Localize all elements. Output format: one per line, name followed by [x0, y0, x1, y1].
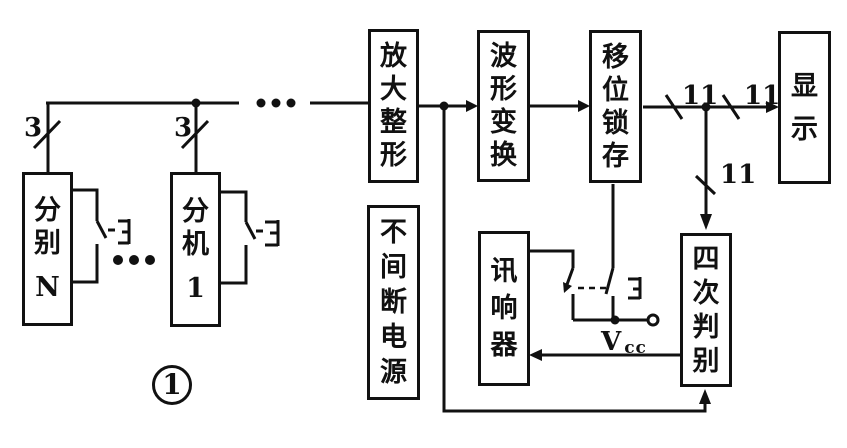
arrow-into-judge-top-icon: [700, 214, 712, 230]
block-char: 锁: [602, 107, 629, 139]
junction-dot: [701, 102, 711, 112]
block-buzzer: 讯 响 器: [478, 231, 530, 386]
block-extension-1: 分 机 1: [170, 172, 221, 327]
block-char: 分: [182, 195, 209, 227]
block-ups-power: 不 间 断 电 源: [367, 205, 420, 400]
block-char: 变: [490, 107, 517, 138]
block-char: 位: [602, 74, 629, 106]
block-char: 机: [182, 228, 209, 260]
block-char: 响: [490, 293, 518, 324]
ext-1-switch-bottom-leg: [221, 245, 248, 285]
figure-number-badge: 1: [152, 365, 192, 405]
block-char: 显: [791, 70, 818, 102]
block-char: 大: [380, 74, 407, 105]
block-shift-latch: 移 位 锁 存: [589, 30, 642, 183]
block-char: 讯: [490, 256, 518, 287]
block-amplify-shape: 放 大 整 形: [368, 29, 419, 183]
wire-count-label-11-a: 11: [682, 81, 719, 111]
switch-blade-tip-barb: [563, 282, 572, 293]
wire-width-slash-left: [32, 119, 62, 150]
block-char: 四: [692, 243, 720, 275]
arrow-and-dot-group: [113, 98, 779, 404]
block-char: 放: [380, 41, 407, 72]
vcc-label-main: V: [601, 327, 622, 357]
ext-1-switch-top-leg: [221, 190, 248, 222]
block-extension-n: 分 别 N: [22, 172, 73, 326]
block-char: 电: [380, 322, 407, 353]
block-char: 别: [34, 228, 61, 259]
bus-ellipsis-dot: [256, 98, 266, 108]
wire-count-label-11-b: 11: [744, 81, 781, 111]
figure-number: 1: [162, 368, 182, 401]
block-four-time-judge: 四 次 判 别: [680, 233, 732, 387]
arrow-into-display-icon: [766, 101, 779, 113]
ext-n-contact-glyph: [108, 219, 131, 245]
block-char: 换: [490, 140, 517, 171]
ext-n-switch-blade: [95, 220, 108, 239]
block-char: 分: [34, 195, 61, 226]
vcc-open-terminal-icon: [646, 313, 660, 327]
vcc-label-sub: cc: [624, 338, 647, 358]
block-char: 示: [791, 113, 818, 145]
buzzer-to-switch-link: [530, 249, 575, 268]
wire11-slash-b: [721, 94, 741, 120]
arrow-into-buzzer-icon: [529, 349, 542, 361]
block-display: 显 示: [778, 31, 831, 184]
wire-group: [32, 94, 767, 413]
block-char: 1: [186, 272, 205, 304]
wire11-slash-a: [664, 94, 684, 120]
block-char: 不: [380, 217, 407, 248]
bus-ellipsis-dot: [286, 98, 296, 108]
block-waveform-convert: 波 形 变 换: [477, 30, 530, 182]
switch-blade-right: [604, 267, 615, 295]
block-char: 器: [490, 330, 518, 361]
wire-count-label-3-left: 3: [24, 113, 43, 143]
feedback-loop-line: [442, 106, 707, 413]
block-char: 移: [602, 41, 629, 73]
junction-dot: [610, 315, 620, 325]
ext-n-switch-bottom-leg: [73, 244, 99, 284]
extension-ellipsis-dot: [113, 255, 123, 265]
block-char: 形: [380, 140, 407, 171]
block-char: 判: [692, 311, 720, 343]
block-char: N: [35, 272, 60, 303]
wire-count-label-3-right: 3: [174, 113, 193, 143]
block-char: 存: [602, 140, 629, 172]
arrow-into-wave-icon: [466, 100, 478, 112]
wire11-slash-c: [694, 174, 717, 196]
block-char: 形: [490, 74, 517, 105]
ext-n-switch-top-leg: [73, 188, 99, 221]
block-char: 源: [380, 357, 407, 388]
block-char: 断: [380, 287, 407, 318]
ext-1-contact-glyph: [256, 220, 280, 247]
arrow-into-judge-bottom-icon: [699, 389, 711, 404]
arrow-into-shift-icon: [578, 100, 590, 112]
block-char: 别: [692, 345, 720, 377]
switch-contact-glyph: [628, 277, 642, 300]
block-char: 次: [692, 277, 720, 309]
junction-dot: [191, 98, 201, 108]
extension-ellipsis-dot: [145, 255, 155, 265]
block-char: 波: [490, 41, 517, 72]
block-char: 间: [380, 252, 407, 283]
wire-width-slash-right: [180, 119, 210, 150]
ext-1-switch-blade: [244, 221, 257, 240]
junction-dot: [439, 101, 449, 111]
extension-ellipsis-dot: [129, 255, 139, 265]
bus-ellipsis-dot: [271, 98, 281, 108]
wire-count-label-11-c: 11: [720, 160, 757, 190]
block-char: 整: [380, 107, 407, 138]
